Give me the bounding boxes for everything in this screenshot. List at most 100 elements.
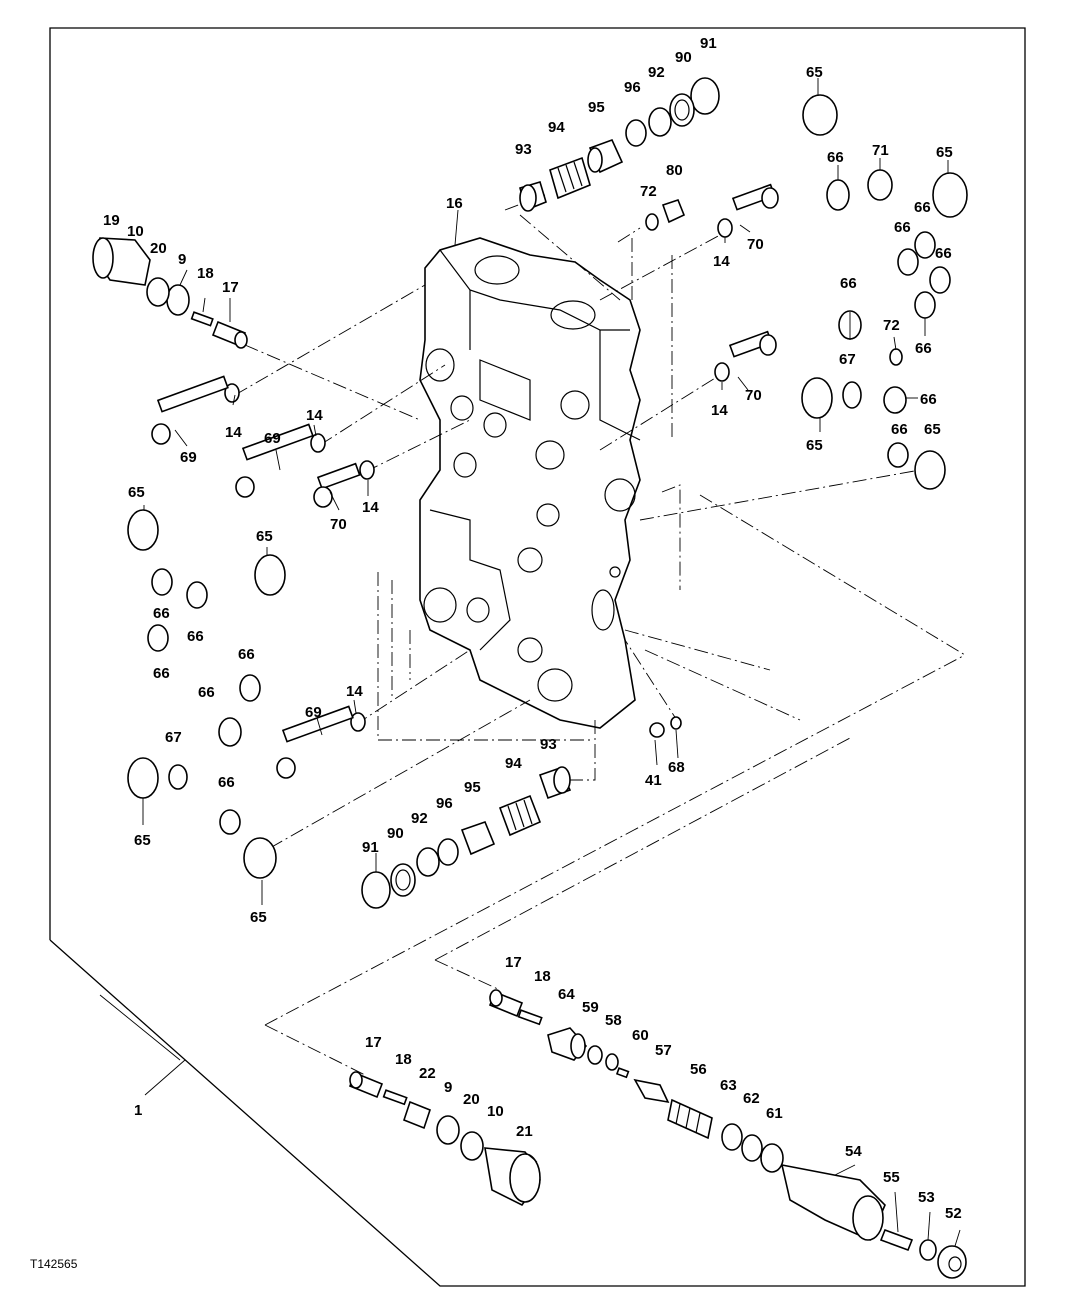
- callout-66: 66: [187, 628, 204, 645]
- o-ring-66: [883, 386, 907, 414]
- backup-ring-14: [714, 362, 730, 382]
- o-ring-65: [932, 172, 968, 218]
- callout-66: 66: [153, 605, 170, 622]
- callout-20: 20: [150, 240, 167, 257]
- pin-17: [488, 989, 524, 1018]
- backup-ring-14: [310, 433, 326, 453]
- callout-67: 67: [165, 729, 182, 746]
- callout-63: 63: [720, 1077, 737, 1094]
- callout-68: 68: [668, 759, 685, 776]
- callout-53: 53: [918, 1189, 935, 1206]
- callout-66: 66: [198, 684, 215, 701]
- callout-66: 66: [891, 421, 908, 438]
- leader-lines: [142, 78, 961, 1247]
- callout-69: 69: [264, 430, 281, 447]
- callout-69: 69: [305, 704, 322, 721]
- plug-93: [538, 766, 572, 800]
- backup-ring-20: [460, 1131, 484, 1161]
- callout-19: 19: [103, 212, 120, 229]
- callout-95: 95: [588, 99, 605, 116]
- callout-14: 14: [306, 407, 323, 424]
- callout-66: 66: [894, 219, 911, 236]
- cap-bolt-70: [728, 330, 777, 358]
- callout-56: 56: [690, 1061, 707, 1078]
- callout-22: 22: [419, 1065, 436, 1082]
- callout-70: 70: [747, 236, 764, 253]
- callout-9: 9: [178, 251, 186, 268]
- callout-17: 17: [505, 954, 522, 971]
- callout-14: 14: [713, 253, 730, 270]
- pin-17: [211, 320, 248, 349]
- o-ring-68: [670, 716, 682, 730]
- o-ring-66: [914, 231, 936, 259]
- spring-94: [549, 156, 591, 200]
- callout-91: 91: [700, 35, 717, 52]
- callout-94: 94: [548, 119, 565, 136]
- callout-14: 14: [346, 683, 363, 700]
- callout-66: 66: [935, 245, 952, 262]
- callout-61: 61: [766, 1105, 783, 1122]
- cap-bolt-70: [731, 183, 779, 211]
- callout-90: 90: [675, 49, 692, 66]
- callout-66: 66: [218, 774, 235, 791]
- callout-20: 20: [463, 1091, 480, 1108]
- screw-18: [382, 1089, 408, 1106]
- callout-14: 14: [225, 424, 242, 441]
- o-rings: [127, 77, 968, 1261]
- cap-bolt-69: [276, 705, 354, 779]
- callout-93: 93: [540, 736, 557, 753]
- callout-18: 18: [534, 968, 551, 985]
- callout-65: 65: [256, 528, 273, 545]
- callout-66: 66: [827, 149, 844, 166]
- o-ring-66: [239, 674, 261, 702]
- cap-bolt-69: [151, 375, 229, 445]
- o-ring-9: [166, 284, 190, 316]
- o-ring-66: [914, 291, 936, 319]
- screw-18: [190, 311, 214, 327]
- screw-18: [517, 1009, 543, 1026]
- callout-62: 62: [743, 1090, 760, 1107]
- callout-92: 92: [411, 810, 428, 827]
- o-ring-66: [929, 266, 951, 294]
- pin-55: [879, 1228, 914, 1252]
- valve-body-housing: [419, 237, 641, 729]
- backup-ring-14: [359, 460, 375, 480]
- o-ring-65: [801, 377, 833, 419]
- o-ring-65: [127, 509, 159, 551]
- plug-41: [649, 722, 665, 738]
- o-ring-53: [919, 1239, 937, 1261]
- screw-60: [615, 1067, 630, 1079]
- o-ring-61: [760, 1143, 784, 1173]
- callout-14: 14: [711, 402, 728, 419]
- backup-ring-62: [741, 1134, 763, 1162]
- o-ring-9: [436, 1115, 460, 1145]
- callout-65: 65: [128, 484, 145, 501]
- spring-94: [498, 794, 542, 837]
- o-ring-66: [147, 624, 169, 652]
- sleeve-64: [547, 1027, 588, 1061]
- assembly-frame: [49, 27, 1026, 1287]
- callout-66: 66: [914, 199, 931, 216]
- callout-17: 17: [365, 1034, 382, 1051]
- callout-66: 66: [920, 391, 937, 408]
- callout-67: 67: [839, 351, 856, 368]
- callout-18: 18: [395, 1051, 412, 1068]
- o-ring-96: [625, 119, 647, 147]
- spool-parts: [92, 93, 967, 1279]
- backup-ring-92: [648, 107, 672, 137]
- callout-70: 70: [330, 516, 347, 533]
- retainer-95: [587, 138, 624, 174]
- cap-bolt-69: [235, 423, 314, 498]
- o-ring-66: [826, 179, 850, 211]
- callout-58: 58: [605, 1012, 622, 1029]
- o-ring-96: [437, 838, 459, 866]
- callout-65: 65: [134, 832, 151, 849]
- backup-ring-14: [350, 712, 366, 732]
- callout-60: 60: [632, 1027, 649, 1044]
- pin-17: [348, 1071, 384, 1099]
- bolts: [151, 183, 779, 1106]
- callout-96: 96: [624, 79, 641, 96]
- seat-90: [669, 93, 695, 127]
- o-ring-65: [914, 450, 946, 490]
